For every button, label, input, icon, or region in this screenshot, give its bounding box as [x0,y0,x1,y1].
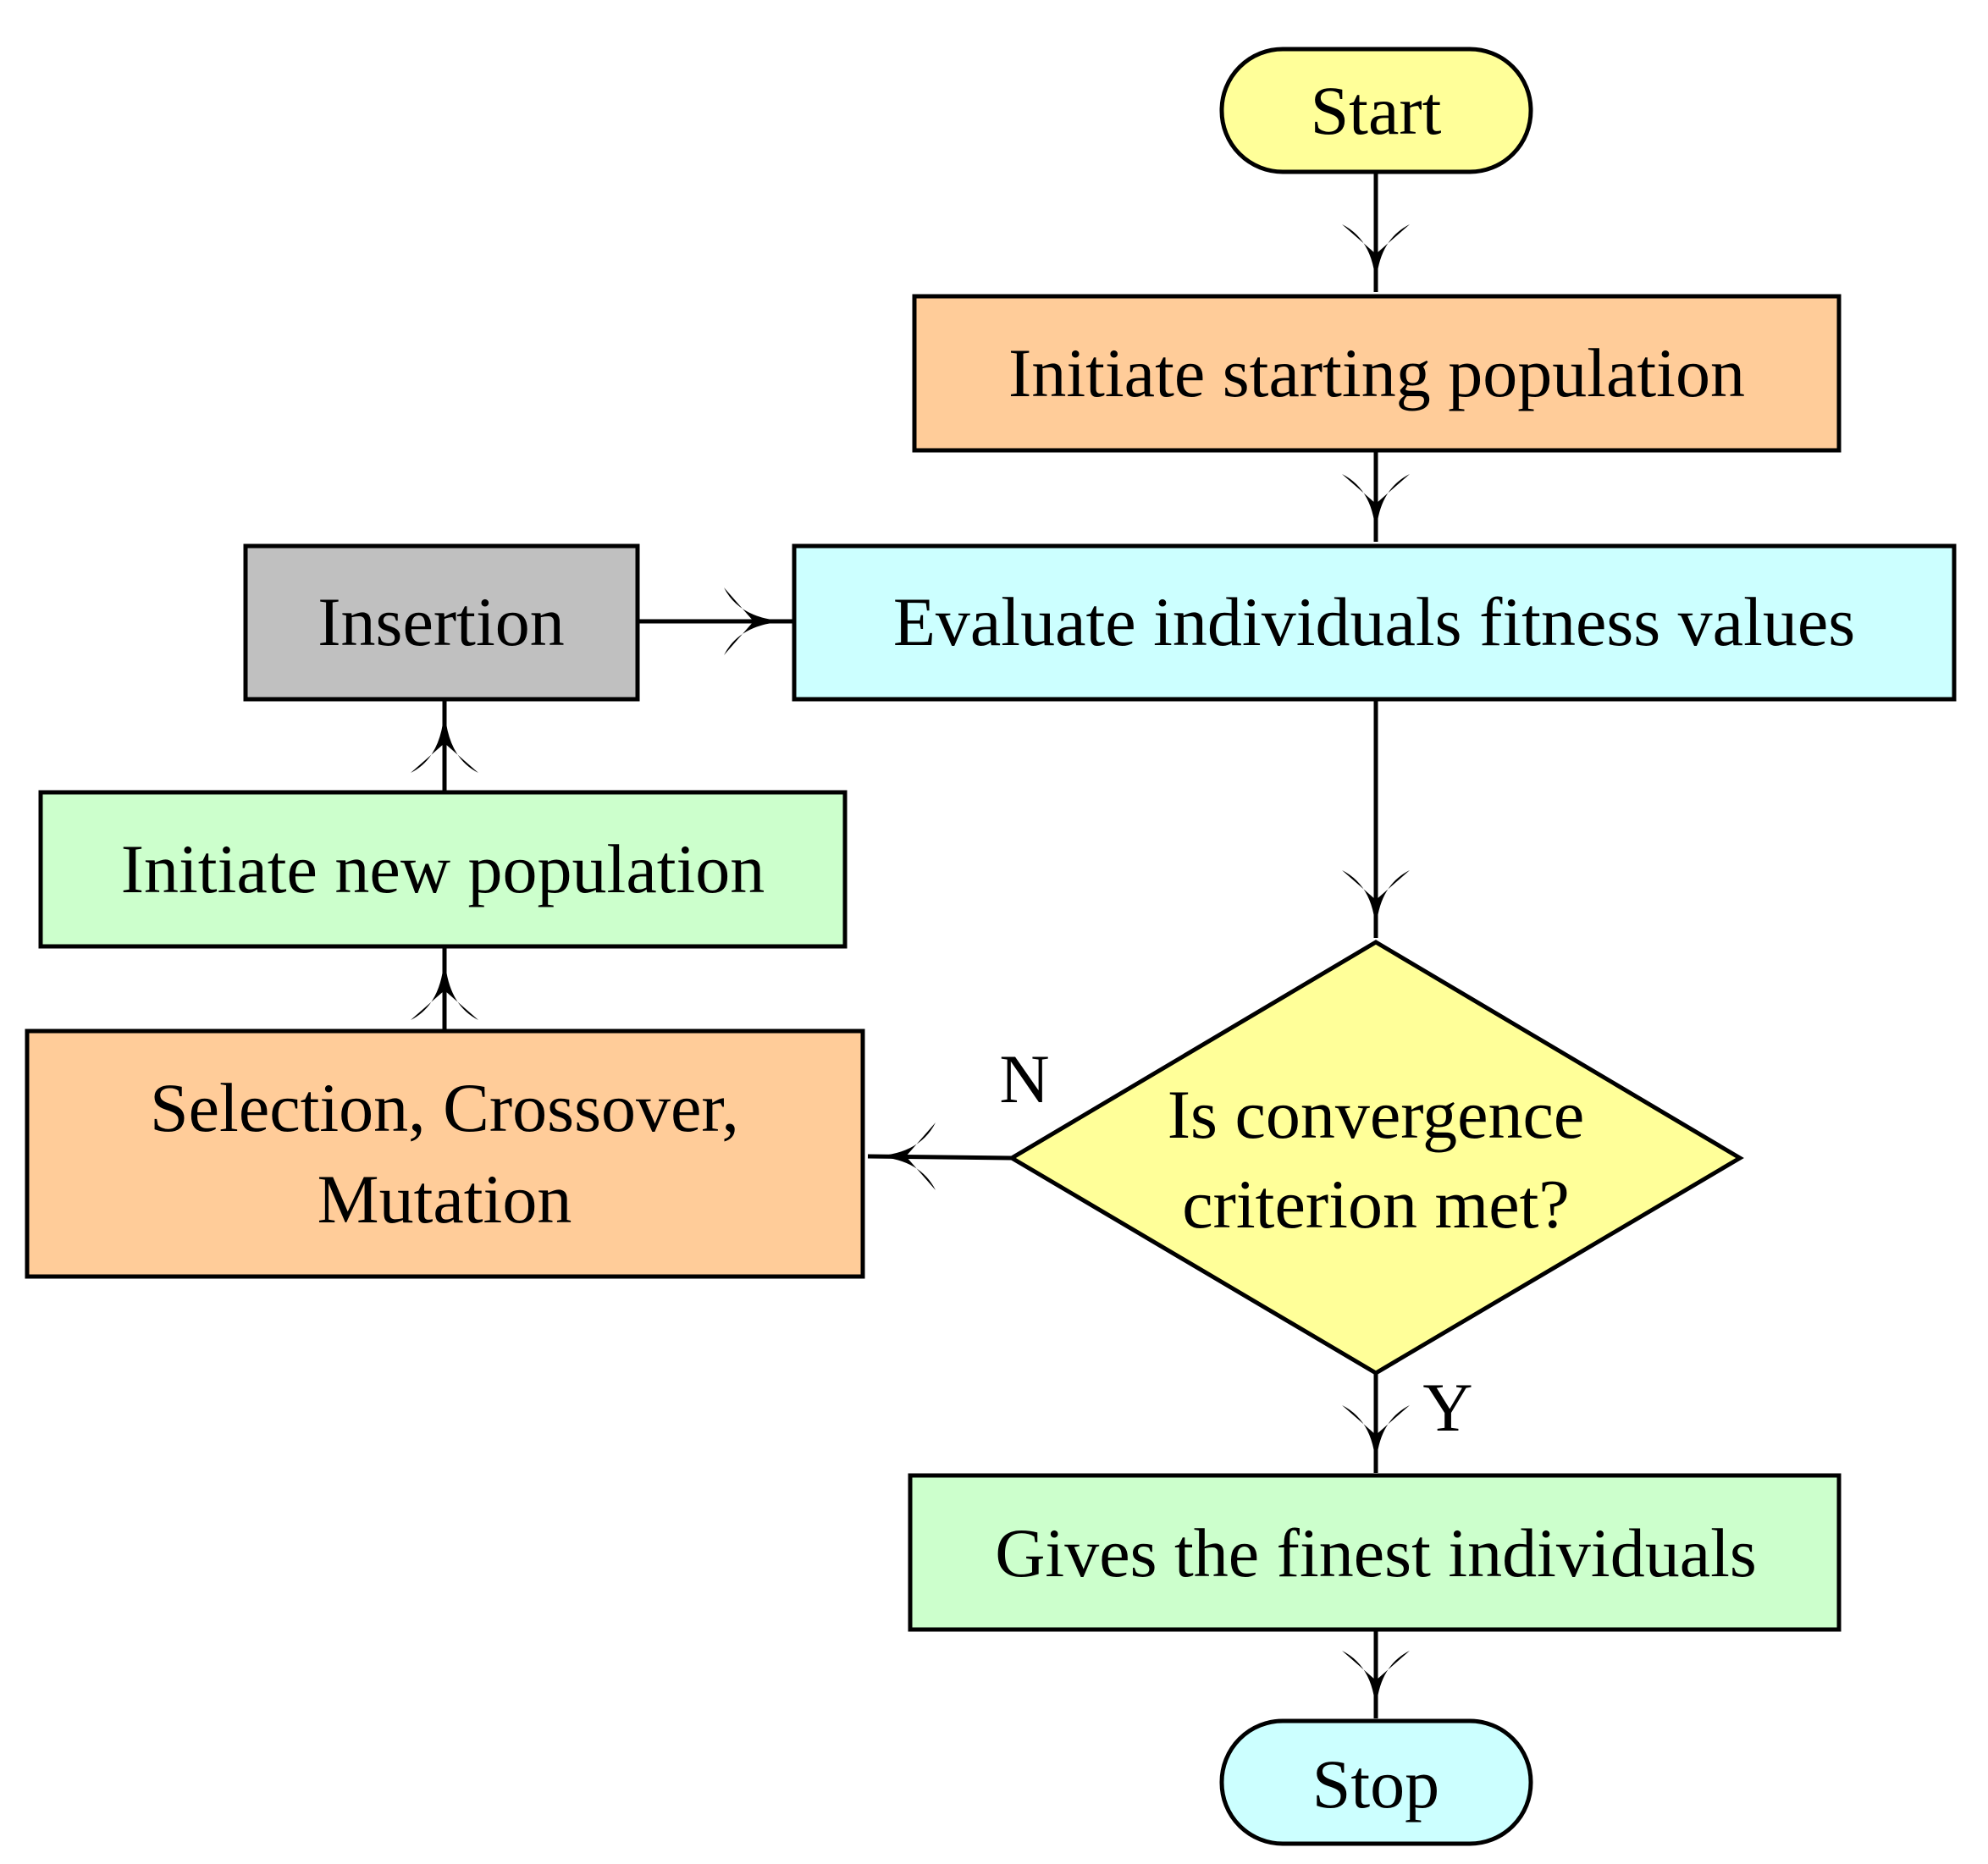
arrowhead-init-to-evaluate [1342,474,1410,542]
finest-label: Gives the finest individuals [995,1514,1757,1591]
node-finest-individuals: Gives the finest individuals [908,1473,1842,1632]
init-pop-label: Initiate starting population [1008,334,1745,411]
insertion-label: Insertion [318,583,564,660]
edge-label-no: N [999,1040,1049,1117]
insertion-process-shape [243,543,640,702]
node-evaluate-fitness: Evaluate individuals fitness values [792,543,1957,702]
node-insertion: Insertion [243,543,640,702]
evaluate-process-shape [792,543,1957,702]
arrowhead-insertion-to-evaluate [724,587,793,655]
new-pop-process-shape [38,790,848,949]
arrowhead-start-to-init [1342,224,1410,292]
node-initiate-starting-population: Initiate starting population [912,294,1842,453]
decision-label-line2: criterion met? [1182,1166,1570,1243]
operators-label-line2: Mutation [318,1161,572,1238]
arrowhead-evaluate-to-decision [1342,870,1410,938]
operators-label-line1: Selection, Crossover, [150,1069,739,1146]
init-pop-process-shape [912,294,1842,453]
finest-process-shape [908,1473,1842,1632]
start-label: Start [1311,72,1442,149]
arrowhead-operators-to-newpop [411,948,478,1020]
edge-label-yes: Y [1422,1369,1472,1446]
decision-label-line1: Is convergence [1168,1076,1585,1153]
new-pop-label: Initiate new population [121,830,765,907]
arrowhead-decision-to-finest [1342,1405,1410,1473]
node-convergence-decision: Is convergence criterion met? [1008,940,1744,1376]
node-stop: Stop [1219,1718,1533,1846]
arrowhead-newpop-to-insertion [411,701,478,773]
stop-label: Stop [1312,1745,1439,1823]
arrowhead-decision-to-operators [868,1122,936,1190]
arrowhead-finest-to-stop [1342,1651,1410,1718]
decision-diamond-shape [1008,940,1744,1376]
evaluate-label: Evaluate individuals fitness values [893,583,1855,660]
start-terminal-shape [1219,47,1533,174]
node-start: Start [1219,47,1533,174]
edges: N Y [411,174,1473,1718]
node-initiate-new-population: Initiate new population [38,790,848,949]
node-genetic-operators: Selection, Crossover, Mutation [25,1029,865,1279]
stop-terminal-shape [1219,1718,1533,1846]
operators-process-shape [25,1029,865,1279]
